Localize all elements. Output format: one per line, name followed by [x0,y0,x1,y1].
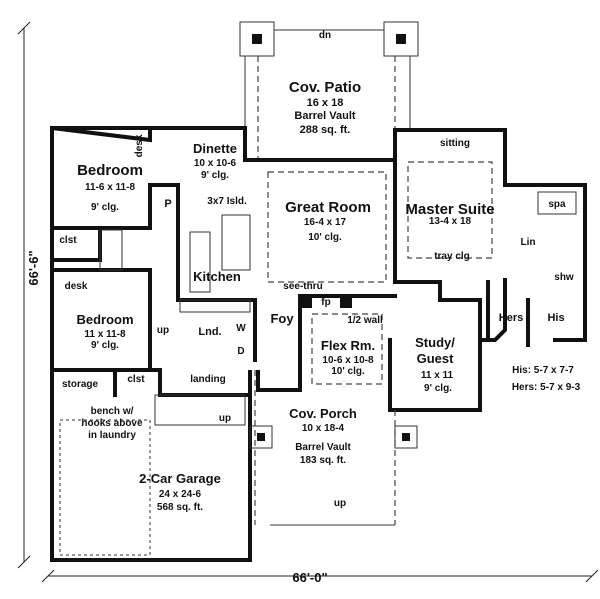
master-suite-size: 13-4 x 18 [429,216,472,227]
hers-closet-label: Hers [499,312,523,324]
porch-name: Cov. Porch [289,406,357,421]
flex-room-name: Flex Rm. [321,338,375,353]
guest-name: Guest [417,351,455,366]
garage-name: 2-Car Garage [139,471,221,486]
desk-label: desk [134,134,145,157]
interior-details [59,161,577,556]
storage-label: storage [62,379,99,390]
porch-size: 10 x 18-4 [302,423,345,434]
great-room-name: Great Room [285,199,371,216]
patio-note: Barrel Vault [294,110,355,122]
bench-note-1: bench w/ [91,406,134,417]
width-dimension: 66'-0" [292,570,327,585]
linen-label: Lin [521,237,536,248]
hers-closet-size: Hers: 5-7 x 9-3 [512,382,581,393]
bench-note-2: hooks above [81,418,143,429]
great-room-size: 16-4 x 17 [304,217,347,228]
study-ceiling: 9' clg. [424,383,452,394]
spa-label: spa [548,199,566,210]
bedroom1-ceiling: 9' clg. [91,202,119,213]
washer-label: W [236,323,246,334]
master-suite-ceiling: tray clg [434,251,470,262]
island-label: 3x7 Isld. [207,196,247,207]
fireplace-label: fp [321,297,330,308]
bedroom2-name: Bedroom [76,312,133,327]
foyer-name: Foy [270,311,294,326]
bedroom1-name: Bedroom [77,162,143,179]
see-thru-label: see-thru [283,281,322,292]
patio-labels: dn Cov. Patio 16 x 18 Barrel Vault 288 s… [289,30,361,136]
dryer-label: D [237,346,244,357]
bedroom2-size: 11 x 11-8 [84,329,126,340]
his-closet-label: His [547,312,564,324]
porch-stairs-label: up [334,498,346,509]
porch-area: 183 sq. ft. [300,455,346,466]
kitchen-name: Kitchen [193,269,241,284]
landing-label: landing [190,374,226,385]
flex-room-ceiling: 10' clg. [331,366,365,377]
porch-note: Barrel Vault [295,442,351,453]
garage-area: 568 sq. ft. [157,502,203,513]
desk-label-2: desk [65,281,88,292]
garage-size: 24 x 24-6 [159,489,202,500]
patio-name: Cov. Patio [289,79,361,96]
stairs-up-label-2: up [219,413,231,424]
flex-room-size: 10-6 x 10-8 [322,355,374,366]
bedroom1-size: 11-6 x 11-8 [85,182,135,193]
closet-label-2: clst [127,374,145,385]
laundry-name: Lnd. [198,326,221,338]
shower-label: shw [554,272,574,283]
study-size: 11 x 11 [421,370,454,381]
closet-label: clst [59,235,77,246]
dinette-name: Dinette [193,141,237,156]
patio-size: 16 x 18 [307,97,344,109]
bedroom2-ceiling: 9' clg. [91,340,119,351]
his-closet-size: His: 5-7 x 7-7 [512,365,574,376]
dinette-size: 10 x 10-6 [194,158,237,169]
depth-dimension: 66'-6" [26,250,41,285]
pantry-label: P [164,198,171,210]
sitting-label: sitting [440,138,470,149]
patio-structure [239,21,419,160]
master-suite-name: Master Suite [405,201,494,218]
stairs-dn-label: dn [319,30,331,41]
stairs-up-label: up [157,325,169,336]
dinette-ceiling: 9' clg. [201,170,229,181]
patio-area: 288 sq. ft. [300,124,351,136]
dimension-lines [17,21,599,583]
bench-note-3: in laundry [88,430,136,441]
great-room-ceiling: 10' clg. [308,232,342,243]
half-wall-label: 1/2 wall [347,315,383,326]
study-name: Study/ [415,335,455,350]
